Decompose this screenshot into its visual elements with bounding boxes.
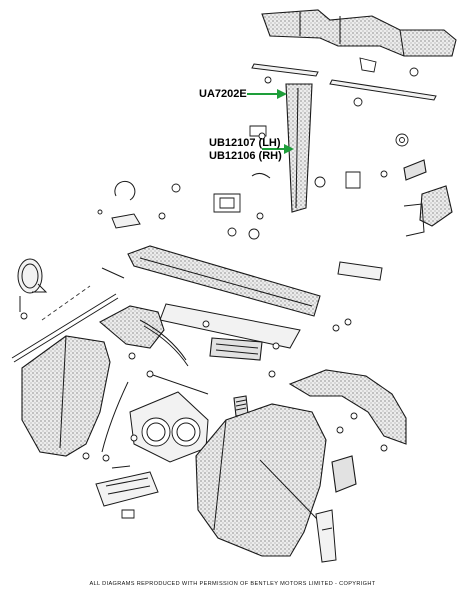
rear-parcel-shelf [261, 9, 457, 57]
transmission-tunnel-cover [195, 403, 327, 557]
trim-strip [11, 285, 119, 363]
copyright-footer: ALL DIAGRAMS REPRODUCED WITH PERMISSION … [89, 581, 376, 587]
lower-left-parts [82, 434, 159, 519]
upper-right-hardware [345, 133, 453, 237]
release-handle [259, 459, 337, 563]
right-arch-cover [288, 369, 407, 445]
gaiter [233, 395, 249, 417]
centre-pillar [285, 83, 313, 213]
dashboard-rail [101, 245, 383, 317]
callout-arrow-ub12107 [262, 144, 294, 154]
instrument-binnacle [129, 391, 209, 463]
mirror-assembly [17, 258, 48, 320]
dashboard-centre-panel [159, 303, 301, 378]
callout-arrow-ua7202e [247, 89, 287, 99]
left-footwell-panel [21, 335, 111, 457]
part-label-ua7202e: UA7202E [199, 88, 247, 100]
speedo-cable [101, 370, 209, 453]
heater-bracket [99, 305, 189, 367]
mid-small-parts [158, 125, 326, 240]
part-label-ub12106-rh: UB12106 (RH) [209, 150, 282, 162]
right-small-parts [331, 318, 388, 493]
part-label-ub12107-lh: UB12107 (LH) [209, 137, 281, 149]
shelf-rail [251, 63, 437, 101]
loop-clip [97, 180, 141, 229]
